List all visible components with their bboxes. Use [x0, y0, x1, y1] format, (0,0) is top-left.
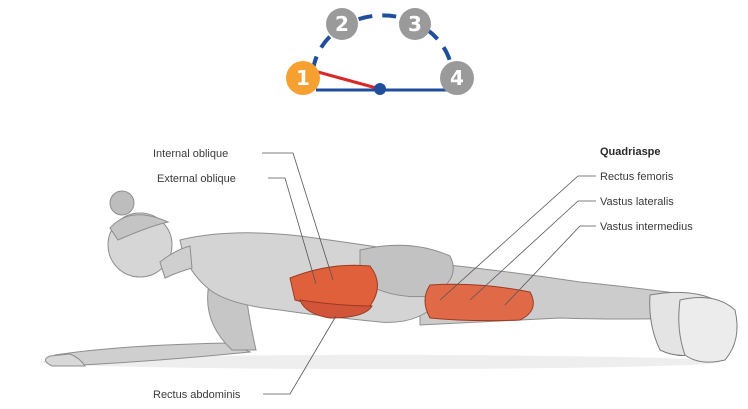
- tempo-step-4: 4: [440, 61, 474, 95]
- tempo-dial-needle: [318, 72, 380, 89]
- head: [108, 191, 192, 278]
- tempo-step-3: 3: [399, 8, 431, 40]
- tempo-dial: 1 2 3 4: [286, 8, 474, 95]
- tempo-step-1-number: 1: [296, 66, 310, 90]
- tempo-step-2: 2: [326, 8, 358, 40]
- tempo-step-3-number: 3: [408, 12, 422, 36]
- label-rectus-abdominis: Rectus abdominis: [153, 389, 241, 401]
- sneakers: [650, 292, 737, 362]
- leader-rectus-abdominis: [263, 316, 336, 394]
- hair-bun: [110, 191, 134, 215]
- sneaker-left: [679, 298, 737, 363]
- plank-figure: [40, 191, 737, 369]
- tempo-dial-hub: [374, 83, 386, 95]
- label-quadriceps-heading: Quadriaspe: [600, 146, 661, 158]
- label-internal-oblique: Internal oblique: [153, 148, 228, 160]
- label-vastus-lateralis: Vastus lateralis: [600, 196, 674, 208]
- label-rectus-femoris: Rectus femoris: [600, 171, 674, 183]
- label-vastus-intermedius: Vastus intermedius: [600, 221, 693, 233]
- tempo-step-1: 1: [286, 61, 320, 95]
- label-external-oblique: External oblique: [157, 173, 236, 185]
- tempo-step-2-number: 2: [335, 12, 349, 36]
- quadriceps-muscles: [425, 284, 533, 320]
- tempo-step-4-number: 4: [450, 66, 464, 90]
